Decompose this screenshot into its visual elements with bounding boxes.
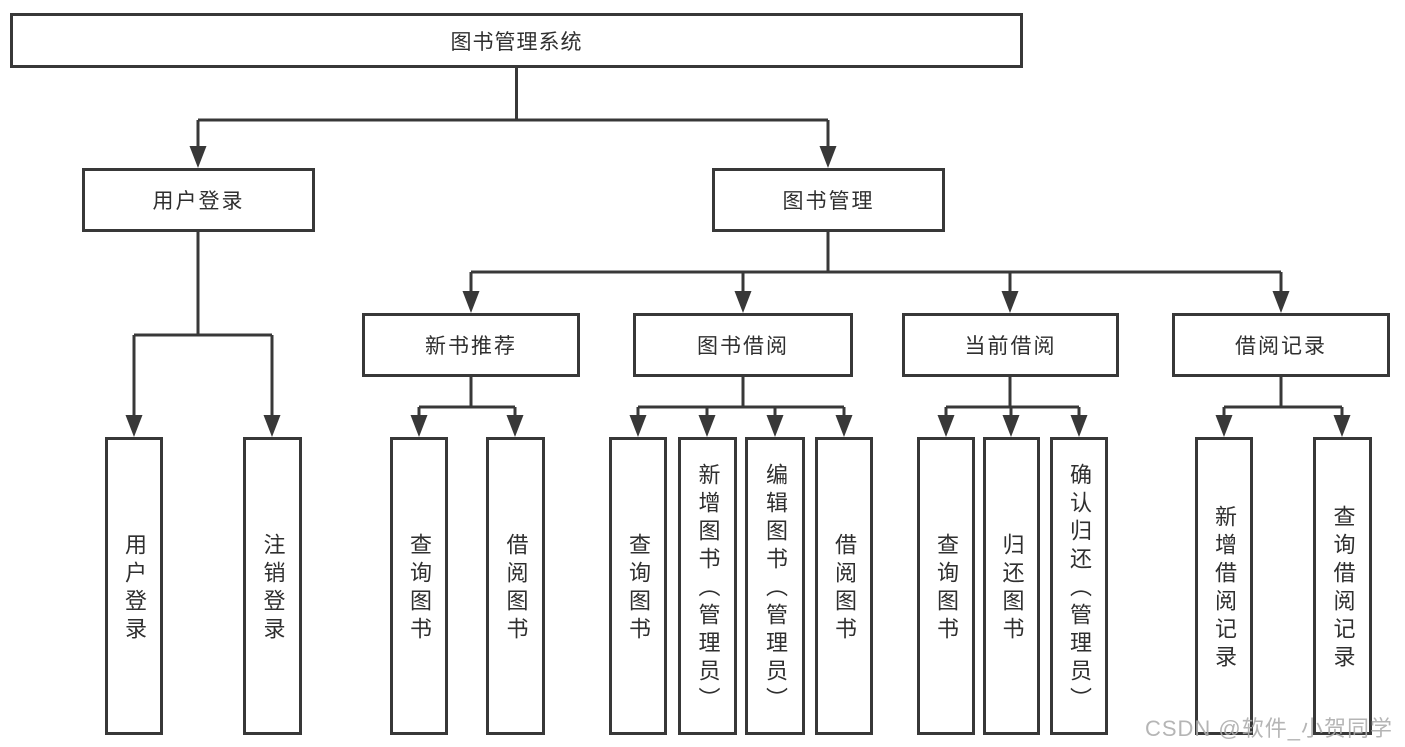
node-leaf-borrow-books: 借阅图书 [815,437,873,735]
node-leaf-query-books-current: 查询图书 [917,437,975,735]
node-leaf-edit-books-admin: 编辑图书（管理员） [745,437,805,735]
node-leaf-query-books-borrow: 查询图书 [609,437,667,735]
node-leaf-return-books: 归还图书 [983,437,1040,735]
node-leaf-confirm-return-admin: 确认归还（管理员） [1050,437,1108,735]
node-leaf-add-books-admin: 新增图书（管理员） [678,437,737,735]
node-book-borrowing: 图书借阅 [633,313,853,377]
node-leaf-query-borrow-record: 查询借阅记录 [1313,437,1372,735]
node-new-book-recommendation: 新书推荐 [362,313,580,377]
node-book-management: 图书管理 [712,168,945,232]
node-leaf-user-login: 用户登录 [105,437,163,735]
node-library-management-system: 图书管理系统 [10,13,1023,68]
csdn-watermark: CSDN @软件_小贺同学 [1144,716,1393,741]
node-leaf-add-borrow-record: 新增借阅记录 [1195,437,1253,735]
node-current-borrowing: 当前借阅 [902,313,1119,377]
node-borrowing-records: 借阅记录 [1172,313,1390,377]
node-leaf-borrow-books-recommend: 借阅图书 [486,437,545,735]
node-leaf-logout: 注销登录 [243,437,302,735]
node-user-login: 用户登录 [82,168,315,232]
node-leaf-query-books-recommend: 查询图书 [390,437,448,735]
